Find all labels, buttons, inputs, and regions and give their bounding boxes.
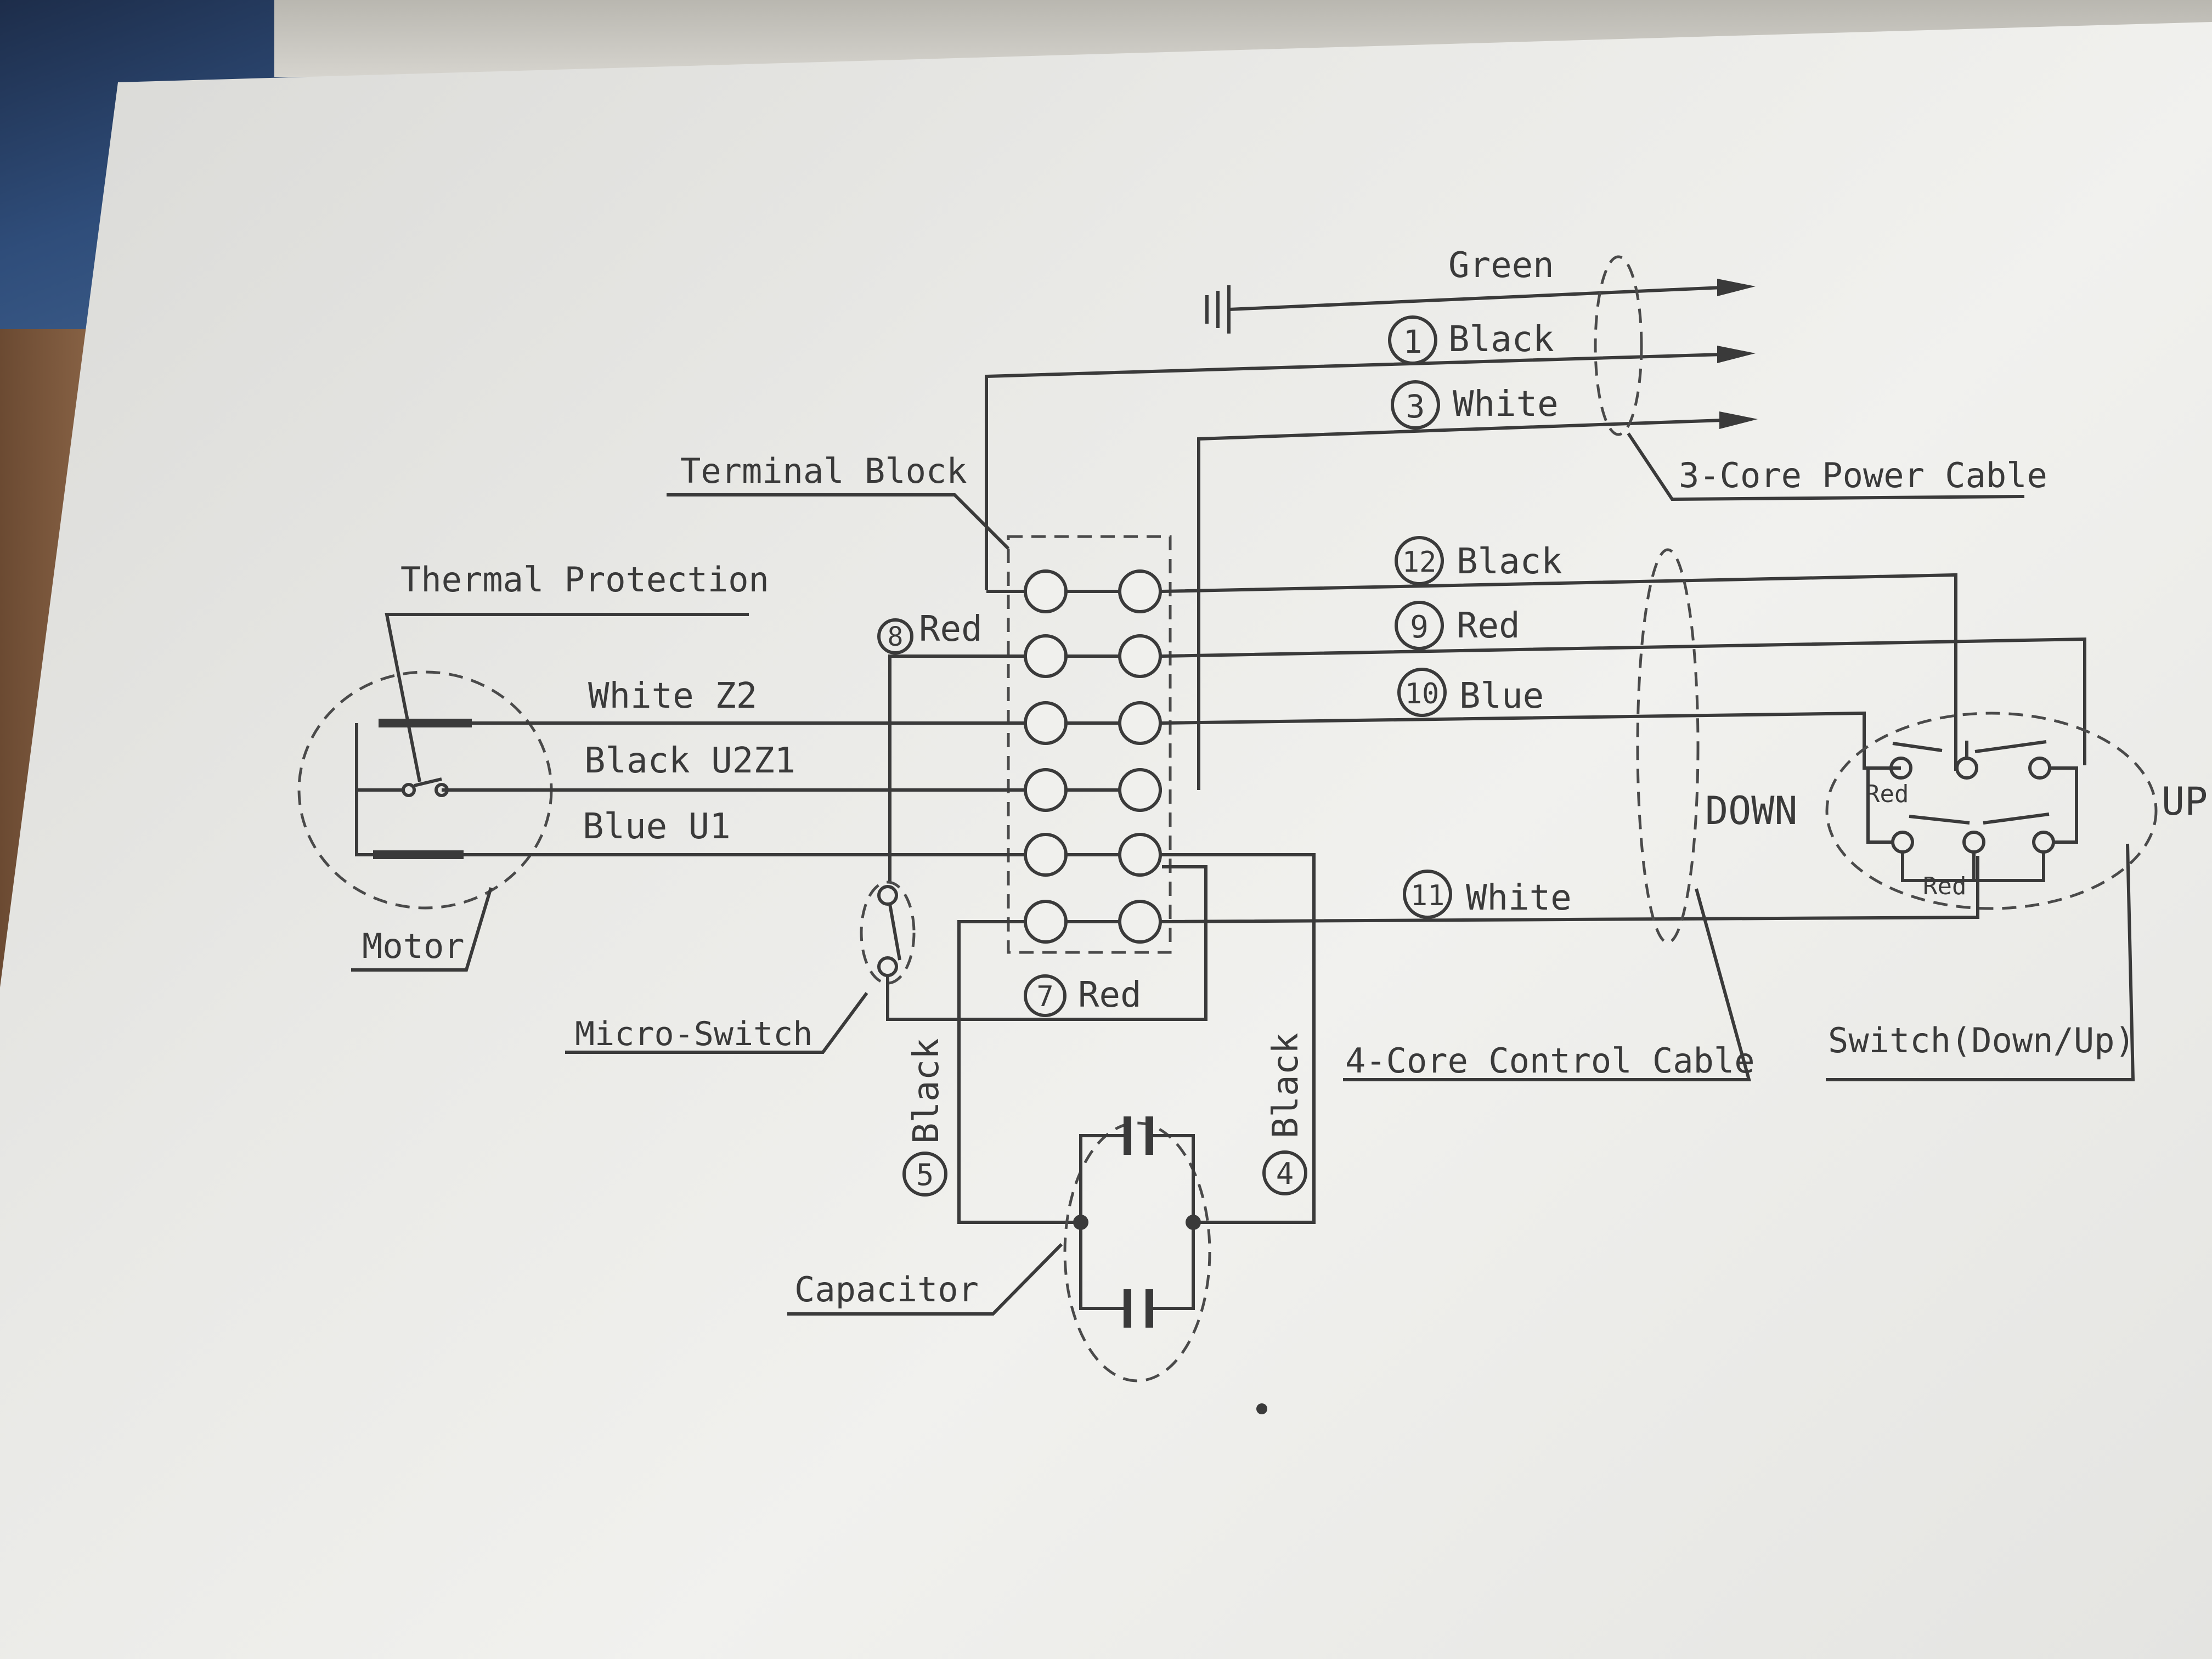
switch-leader xyxy=(1826,843,2135,1081)
capacitor-bottom-right xyxy=(1149,1222,1195,1310)
capacitor-top-right xyxy=(1149,1134,1195,1222)
number-10: 10 xyxy=(1405,678,1440,710)
label-black-12: Black xyxy=(1457,541,1562,582)
wire-blue-10 xyxy=(1161,711,1901,770)
wire-black-5 xyxy=(957,920,1081,1224)
circle-11 xyxy=(1403,870,1452,919)
label-red-7: Red xyxy=(1078,975,1142,1015)
black-1-wire xyxy=(985,353,1723,590)
number-8: 8 xyxy=(888,622,904,652)
power-cable-ellipse xyxy=(1594,255,1643,436)
label-black-u2z1: Black U2Z1 xyxy=(584,741,795,781)
label-blue-u1: Blue U1 xyxy=(583,806,731,847)
switch-contacts-upper xyxy=(1889,740,2051,780)
label-control-cable: 4-Core Control Cable xyxy=(1345,1041,1755,1081)
micro-switch-ellipse xyxy=(860,881,916,985)
micro-switch-contact-bottom xyxy=(877,956,898,977)
label-red-8: Red xyxy=(919,609,983,650)
label-green: Green xyxy=(1448,245,1554,286)
black-1-arrow xyxy=(1717,346,1756,363)
micro-switch-contact-top xyxy=(877,885,898,906)
number-3: 3 xyxy=(1406,388,1425,425)
number-1: 1 xyxy=(1403,323,1423,360)
number-7: 7 xyxy=(1036,980,1053,1013)
wire-black-4 xyxy=(1162,853,1316,1224)
label-white-11: White xyxy=(1466,878,1572,918)
label-thermal-protection: Thermal Protection xyxy=(400,560,769,600)
circle-5 xyxy=(902,1152,947,1197)
micro-switch-leader xyxy=(565,992,868,1054)
terminal-block-outline xyxy=(1007,535,1172,954)
label-red-9: Red xyxy=(1457,606,1520,646)
wire-red-8 xyxy=(888,654,1027,883)
label-black-5: Black xyxy=(906,1038,947,1144)
label-capacitor: Capacitor xyxy=(794,1269,979,1310)
green-wire xyxy=(1228,286,1723,311)
circle-12 xyxy=(1395,536,1444,585)
label-black-1: Black xyxy=(1448,319,1554,360)
capacitor-bottom-left xyxy=(1079,1222,1127,1310)
circle-10 xyxy=(1397,668,1447,717)
ground-symbol xyxy=(1205,285,1231,334)
label-micro-switch: Micro-Switch xyxy=(575,1015,812,1053)
switch-link-bottom-right xyxy=(1974,852,2045,882)
label-up: UP xyxy=(2162,779,2208,824)
control-cable-ellipse xyxy=(1636,548,1700,944)
circle-1 xyxy=(1388,315,1437,365)
label-black-4: Black xyxy=(1266,1032,1306,1138)
number-12: 12 xyxy=(1402,546,1437,579)
terminal-block-leader xyxy=(667,493,1010,550)
white-3-wire xyxy=(1197,419,1723,790)
capacitor-node-right xyxy=(1186,1215,1201,1230)
switch-link-left xyxy=(1866,768,1893,844)
label-switch-down-up: Switch(Down/Up) xyxy=(1828,1020,2135,1060)
terminal-screws xyxy=(1024,569,1162,944)
switch-link-bottom xyxy=(1901,852,1976,882)
circle-9 xyxy=(1395,601,1444,650)
circle-3 xyxy=(1391,380,1440,430)
number-9: 9 xyxy=(1410,610,1429,645)
green-arrow xyxy=(1717,279,1756,296)
label-terminal-block: Terminal Block xyxy=(680,451,967,491)
label-blue-10: Blue xyxy=(1459,676,1544,716)
ink-speck xyxy=(1256,1403,1267,1414)
thermal-protection-leader xyxy=(385,613,749,782)
capacitor-ellipse xyxy=(1063,1121,1211,1383)
wire-black-12 xyxy=(1161,573,1957,771)
number-5: 5 xyxy=(916,1158,934,1192)
white-3-arrow xyxy=(1719,411,1758,429)
switch-ellipse xyxy=(1825,712,2158,910)
switch-link-right xyxy=(2050,766,2078,844)
control-cable-leader xyxy=(1343,888,1751,1081)
motor-internal-link xyxy=(355,723,373,856)
micro-switch-blade xyxy=(888,904,901,961)
wire-white-11 xyxy=(1161,856,1979,923)
motor-leader xyxy=(351,887,493,972)
label-switch-red-2: Red xyxy=(1923,872,1966,900)
label-white-z2: White Z2 xyxy=(588,676,757,716)
label-down: DOWN xyxy=(1705,788,1798,833)
wire-red-7 xyxy=(886,865,1207,1021)
number-11: 11 xyxy=(1410,879,1445,912)
circle-4 xyxy=(1262,1150,1307,1195)
capacitor-top-left xyxy=(1079,1134,1127,1222)
label-motor: Motor xyxy=(362,926,465,966)
thermal-switch xyxy=(357,777,449,797)
switch-contacts-lower xyxy=(1891,812,2055,854)
label-switch-red-1: Red xyxy=(1865,780,1909,808)
number-4: 4 xyxy=(1276,1156,1294,1191)
wire-red-9 xyxy=(1161,637,2086,765)
label-power-cable: 3-Core Power Cable xyxy=(1679,455,2047,495)
capacitor-leader xyxy=(787,1243,1063,1316)
circle-8 xyxy=(877,618,913,654)
power-cable-leader xyxy=(1627,432,2025,501)
label-white-3: White xyxy=(1453,384,1559,425)
circle-7 xyxy=(1024,974,1066,1017)
capacitor-node-left xyxy=(1073,1215,1088,1230)
